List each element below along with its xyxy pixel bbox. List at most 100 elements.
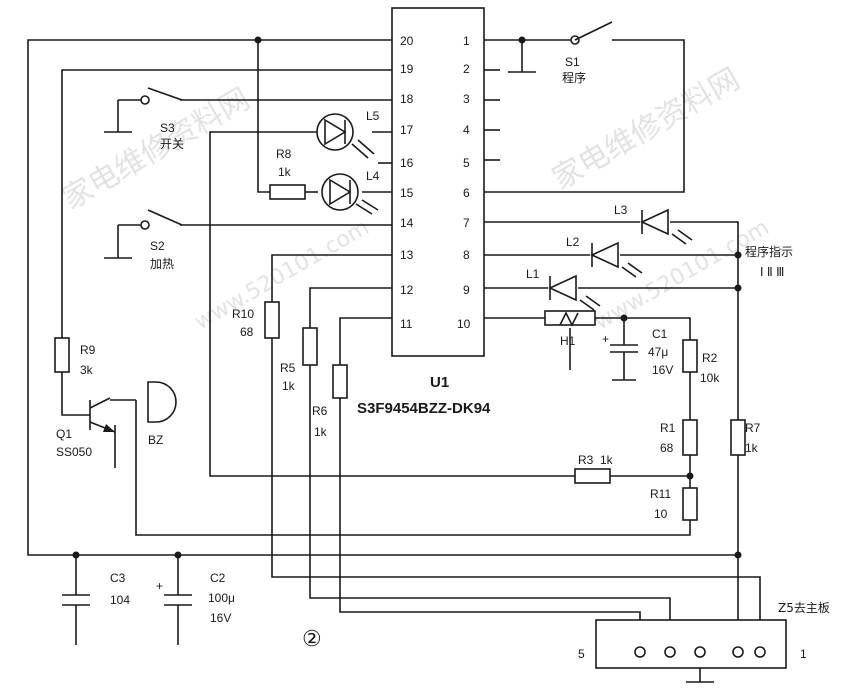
- l2-ref: L2: [566, 235, 580, 249]
- svg-text:+: +: [602, 332, 609, 346]
- ic-ref-label: U1: [430, 374, 449, 391]
- c2-voltage: 16V: [210, 611, 231, 625]
- ic-pin-3: 3: [463, 92, 470, 106]
- led-l2: L2: [566, 235, 643, 278]
- resistor-r3: R3 1k: [574, 453, 614, 484]
- r3-ref: R3: [578, 453, 594, 467]
- resistor-r9: R9 3k: [54, 337, 96, 377]
- q1-ref: Q1: [56, 427, 72, 441]
- c2-value: 100μ: [208, 591, 235, 605]
- capacitor-c2: + C2 100μ 16V: [156, 571, 235, 625]
- r5-value: 1k: [282, 379, 296, 393]
- wires: [27, 39, 761, 683]
- r1-ref: R1: [660, 421, 676, 435]
- s3-name: 开关: [160, 137, 184, 151]
- r11-ref: R11: [650, 487, 671, 501]
- ic-pin-14: 14: [400, 216, 414, 230]
- r1-value: 68: [660, 441, 674, 455]
- r5-ref: R5: [280, 361, 296, 375]
- thermistor-h1: H1: [544, 310, 596, 348]
- c1-value: 47μ: [648, 345, 668, 359]
- s3-ref: S3: [160, 121, 175, 135]
- transistor-q1: Q1 SS050: [56, 397, 116, 459]
- ic-pin-20: 20: [400, 34, 414, 48]
- junctions: [72, 36, 742, 559]
- ic-pin-7: 7: [463, 216, 470, 230]
- r6-ref: R6: [312, 404, 328, 418]
- watermark-url-1: www.520101.com: [191, 215, 374, 335]
- c3-value: 104: [110, 593, 130, 607]
- ic-pin-12: 12: [400, 283, 414, 297]
- ic-pin-18: 18: [400, 92, 414, 106]
- c2-ref: C2: [210, 571, 226, 585]
- h1-ref: H1: [560, 334, 576, 348]
- ic-pin-13: 13: [400, 248, 414, 262]
- ic-pin-17: 17: [400, 123, 414, 137]
- r2-ref: R2: [702, 351, 718, 365]
- ic-pin-15: 15: [400, 186, 414, 200]
- r10-ref: R10: [232, 307, 254, 321]
- c3-ref: C3: [110, 571, 126, 585]
- l5-ref: L5: [366, 109, 380, 123]
- indicator-label: 程序指示: [745, 244, 793, 259]
- resistor-r2: R2 10k: [682, 339, 720, 385]
- s1-ref: S1: [565, 55, 580, 69]
- r9-value: 3k: [80, 363, 94, 377]
- led-l4: L4: [321, 169, 380, 215]
- l3-ref: L3: [614, 203, 628, 217]
- r6-value: 1k: [314, 425, 328, 439]
- ic-body: [391, 7, 485, 357]
- capacitor-c3: C3 104: [62, 571, 130, 607]
- r3-value: 1k: [600, 453, 614, 467]
- s2-ref: S2: [150, 239, 165, 253]
- ic-pin-9: 9: [463, 283, 470, 297]
- figure-number: ②: [302, 626, 322, 651]
- ic-pin-11: 11: [400, 317, 413, 331]
- resistor-r5: R5 1k: [280, 327, 318, 393]
- r8-ref: R8: [276, 147, 292, 161]
- l4-ref: L4: [366, 169, 380, 183]
- r10-value: 68: [240, 325, 254, 339]
- c1-voltage: 16V: [652, 363, 673, 377]
- indicator-sub: Ⅰ Ⅱ Ⅲ: [760, 265, 784, 279]
- capacitor-c1: + C1 47μ 16V: [602, 327, 673, 377]
- buzzer-bz: BZ: [147, 381, 177, 447]
- r8-value: 1k: [278, 165, 292, 179]
- resistor-r7: R7 1k: [730, 419, 761, 456]
- connector-pin-1: 1: [800, 647, 807, 661]
- connector-pin-5: 5: [578, 647, 585, 661]
- ic-pin-6: 6: [463, 186, 470, 200]
- ic-pin-10: 10: [457, 317, 471, 331]
- resistor-r1: R1 68: [660, 419, 698, 456]
- r11-value: 10: [654, 507, 668, 521]
- bz-ref: BZ: [148, 433, 163, 447]
- r2-value: 10k: [700, 371, 720, 385]
- ic-pin-2: 2: [463, 62, 470, 76]
- q1-part: SS050: [56, 445, 92, 459]
- connector-name: Z5去主板: [778, 601, 830, 615]
- watermark-cn-1: 家电维修资料网: [57, 82, 256, 217]
- l1-ref: L1: [526, 267, 540, 281]
- resistor-r8: R8 1k: [269, 147, 306, 200]
- ic-part-label: S3F9454BZZ-DK94: [357, 400, 491, 417]
- svg-text:+: +: [156, 579, 163, 593]
- ic-pin-16: 16: [400, 156, 414, 170]
- r7-ref: R7: [745, 421, 761, 435]
- ic-pin-8: 8: [463, 248, 470, 262]
- ic-pin-5: 5: [463, 156, 470, 170]
- resistor-r10: R10 68: [232, 301, 280, 339]
- ic-pin-19: 19: [400, 62, 414, 76]
- resistor-r11: R11 10: [650, 487, 698, 521]
- led-l1: L1: [526, 267, 601, 311]
- r9-ref: R9: [80, 343, 96, 357]
- ic-pin-4: 4: [463, 123, 470, 137]
- s1-name: 程序: [562, 70, 586, 85]
- ic-pin-1: 1: [463, 34, 470, 48]
- ic-u1: 20 19 18 17 16 15 14 13 12 11 1 2 3 4 5 …: [357, 7, 491, 417]
- r7-value: 1k: [745, 441, 759, 455]
- resistor-r6: R6 1k: [312, 364, 348, 439]
- switch-s1: S1 程序: [562, 21, 613, 85]
- led-l5: L5: [316, 109, 380, 159]
- s2-name: 加热: [150, 257, 174, 271]
